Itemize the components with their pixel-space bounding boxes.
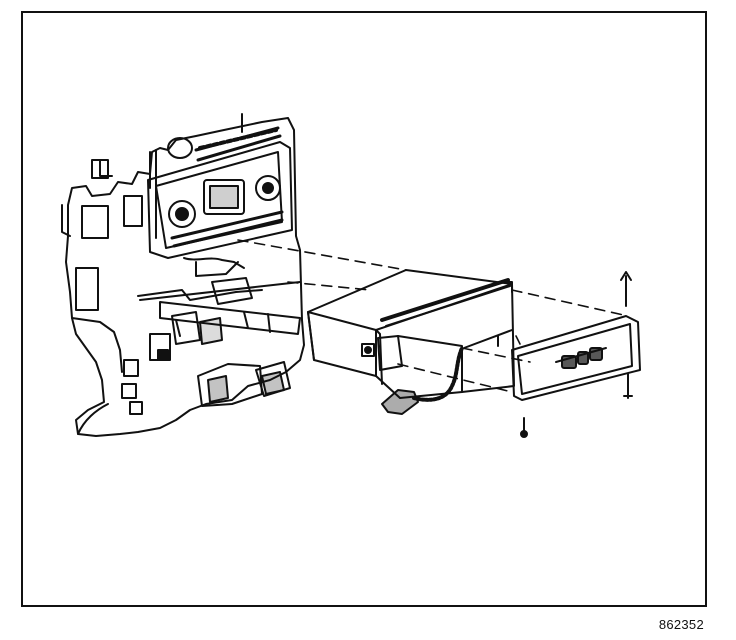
radio-receiver xyxy=(307,269,515,399)
alignment-lines xyxy=(237,239,629,393)
wiring-harness xyxy=(381,346,464,415)
figure-frame xyxy=(21,11,707,607)
instrument-panel xyxy=(61,113,305,437)
mounting-screws xyxy=(497,271,633,438)
trim-plate xyxy=(511,315,641,401)
figure-number: 862352 xyxy=(658,617,704,632)
